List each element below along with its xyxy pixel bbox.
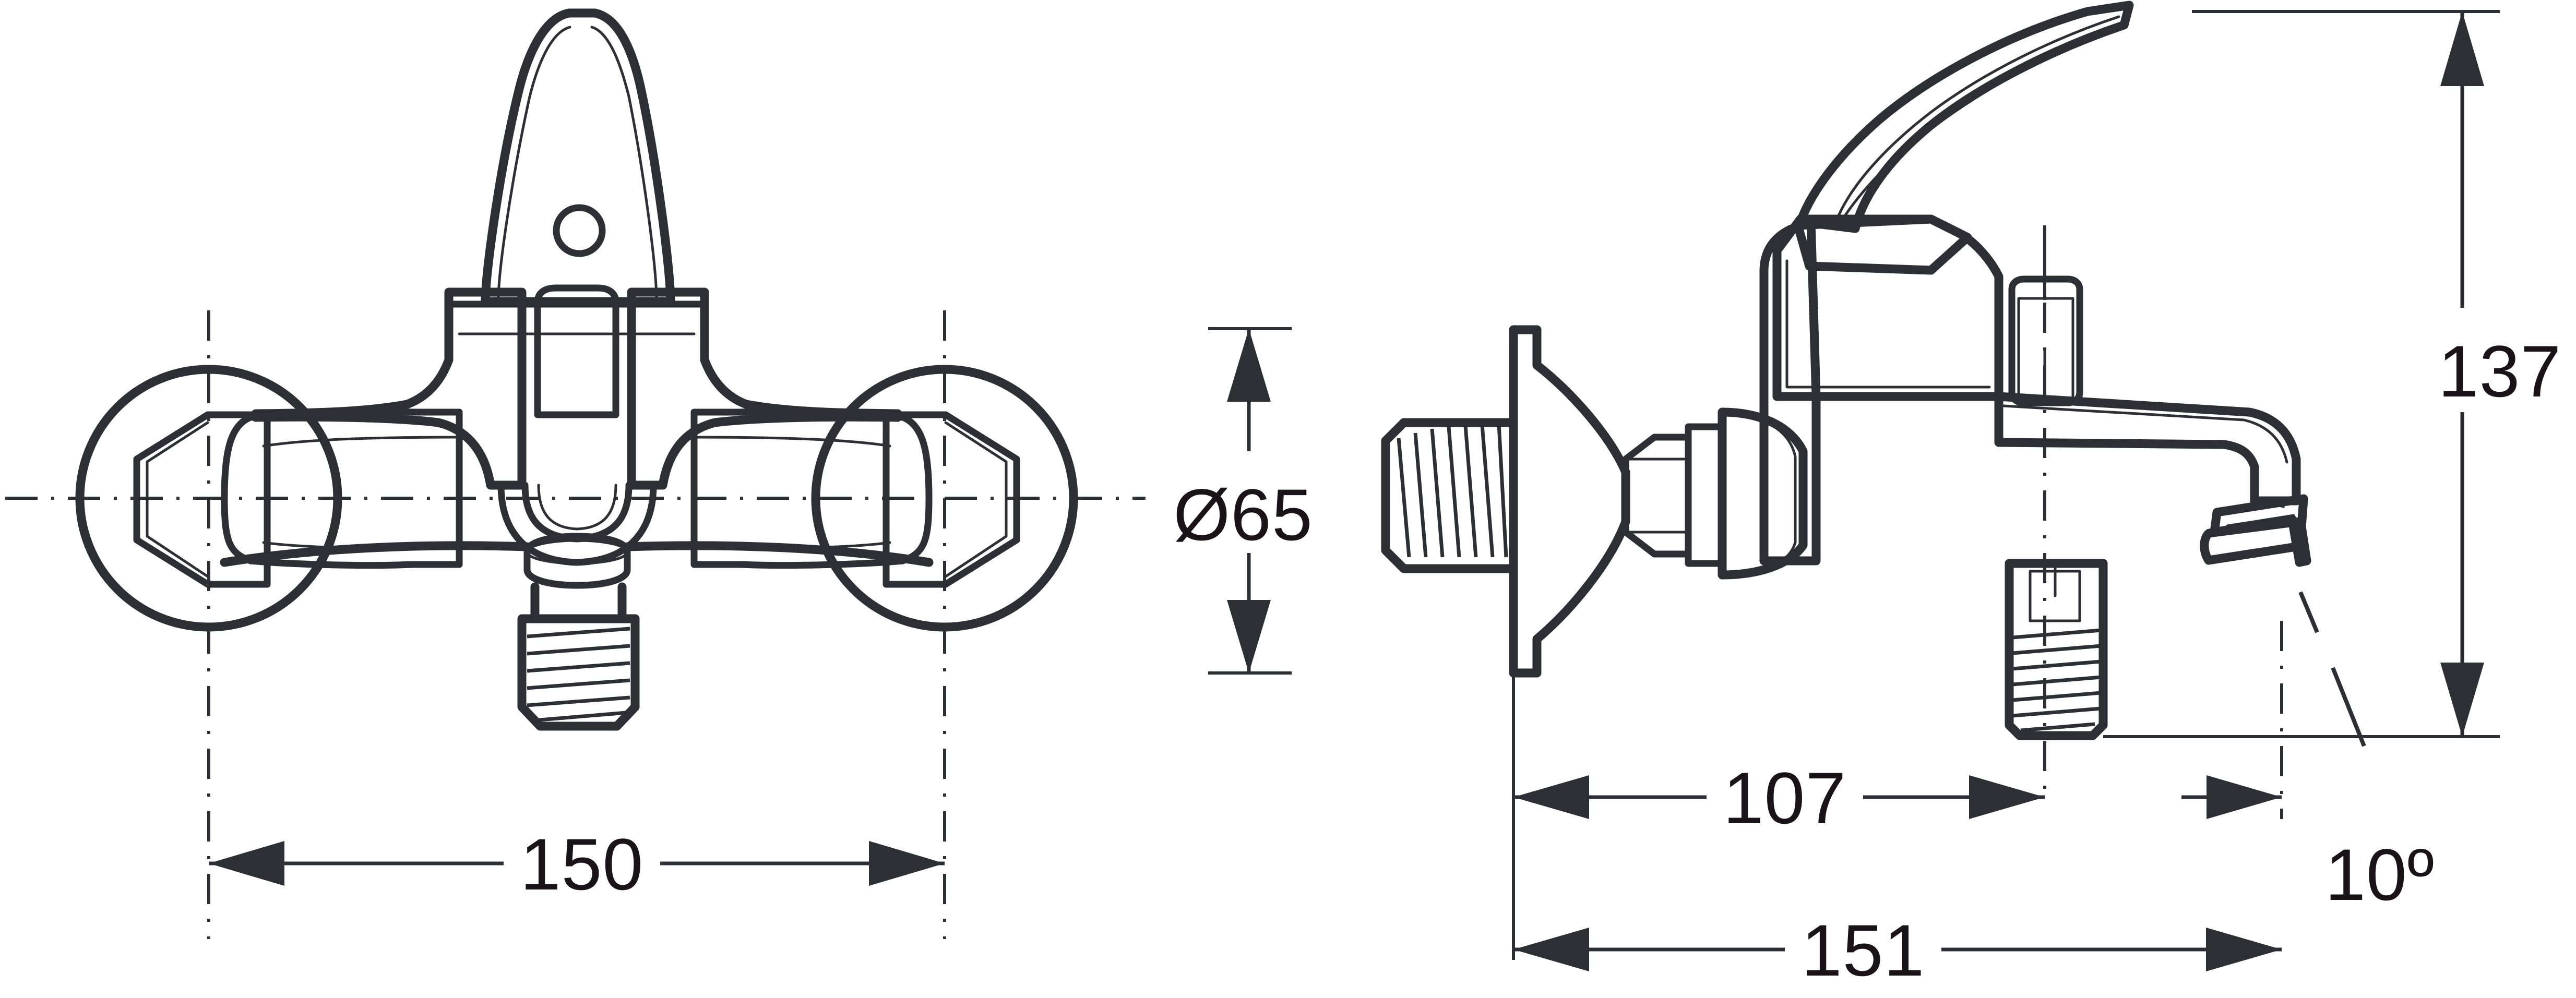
arrow-right-icon	[1513, 775, 1589, 819]
side-coupling-hex-nut	[1622, 434, 1692, 558]
dimension-151: 151	[1513, 905, 2282, 996]
dimension-d65: Ø65	[1146, 327, 1339, 675]
arrow-left-icon	[2206, 928, 2282, 971]
dimension-angle-label: 10º	[2325, 834, 2435, 916]
front-diverter-collar	[523, 533, 631, 589]
arrow-left-icon	[869, 841, 945, 886]
side-escutcheon-inner-top	[1535, 364, 1624, 471]
dimension-150-label: 150	[520, 823, 644, 905]
dimension-150-text-bg	[504, 819, 660, 908]
side-escutcheon-inner-bottom	[1535, 523, 1624, 641]
front-left-arm-inner	[262, 436, 461, 448]
arrow-right-icon	[2207, 775, 2282, 819]
side-handle-base	[1793, 214, 1972, 275]
angle-line-lower	[2331, 667, 2366, 747]
dimension-150: 150	[209, 819, 945, 908]
dimension-d65-text-bg	[1146, 451, 1339, 553]
side-spout-arm	[1994, 392, 2301, 506]
front-handle-index-hole	[553, 204, 606, 257]
side-body-upper-block-inner	[1785, 259, 1991, 389]
arrow-up-icon	[1227, 329, 1271, 402]
dimension-107-text-bg	[1707, 751, 1863, 843]
front-view	[5, 8, 1153, 939]
dimension-107: 107	[1513, 751, 2282, 843]
dimension-151-label: 151	[1802, 909, 1925, 991]
side-lever-handle-inner2	[1839, 26, 2121, 225]
arrow-right-icon	[1513, 928, 1589, 971]
side-wall-escutcheon	[1509, 325, 1630, 678]
arrow-right-icon	[209, 841, 284, 886]
side-shower-outlet-thread-hatch	[2012, 628, 2102, 732]
front-central-body-mirror	[627, 287, 902, 490]
side-inlet-thread-hatch	[1397, 423, 1508, 558]
front-shower-outlet-thread-body	[517, 614, 640, 731]
angle-indicator-10deg: 10º	[2260, 499, 2435, 916]
side-spout-outlet-inner	[2226, 514, 2295, 527]
dimension-151-text-bg	[1785, 905, 1941, 996]
dimension-107-label: 107	[1723, 757, 1847, 839]
arrow-left-icon	[1969, 775, 2045, 819]
front-outlet-thread-hatch	[527, 627, 630, 723]
front-right-arm-inner	[693, 436, 891, 448]
angle-line-upper	[2260, 499, 2285, 508]
side-body-nose	[1718, 407, 1808, 580]
arrow-down-icon	[1227, 600, 1271, 673]
dimension-137-label: 137	[2438, 330, 2562, 412]
side-view	[1381, 1, 2500, 960]
side-shower-outlet	[2005, 559, 2108, 740]
dimension-d65-label: Ø65	[1173, 474, 1313, 556]
front-lever-handle	[481, 8, 675, 306]
front-shower-outlet	[530, 582, 627, 623]
front-body-bottom-sweep	[220, 541, 934, 567]
side-spout-arm-inner	[2002, 404, 2288, 464]
angle-line-mid	[2298, 591, 2319, 633]
side-coupling-shoulder	[1685, 423, 1726, 567]
side-spout-outlet-lip	[2200, 517, 2306, 565]
right-hex-nut-inner	[944, 421, 1008, 578]
front-diverter-collar-top	[526, 539, 629, 565]
front-central-body	[251, 287, 527, 490]
dimension-137: 137	[2419, 11, 2575, 737]
front-lever-handle-inner-left	[497, 26, 571, 302]
arrow-down-icon	[2440, 663, 2484, 737]
front-lever-handle-inner-right	[590, 26, 658, 302]
side-lever-handle-inner	[1835, 15, 2120, 221]
arrow-up-icon	[2440, 11, 2484, 86]
side-mixer-body	[1759, 217, 1821, 566]
dimension-137-text-bg	[2419, 308, 2575, 412]
front-diverter-arch-inner	[537, 484, 617, 531]
